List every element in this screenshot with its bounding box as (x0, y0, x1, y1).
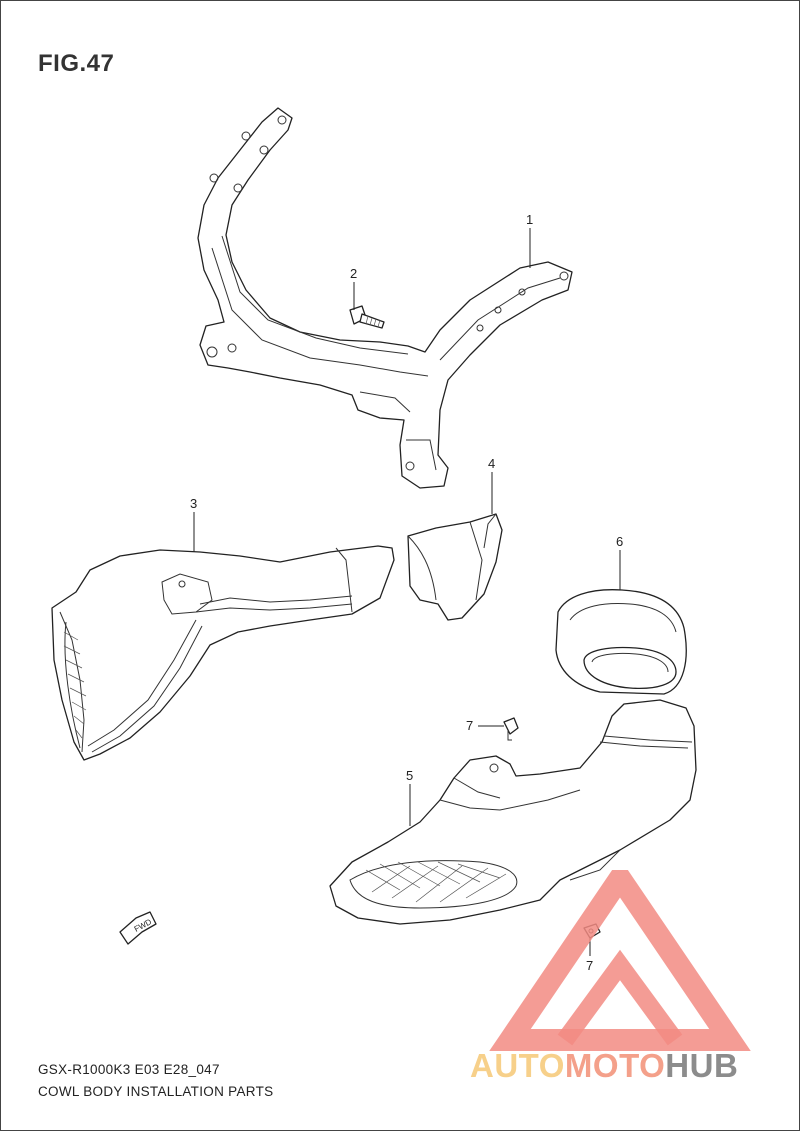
callout-4: 4 (488, 456, 495, 471)
part-2-bolt (349, 305, 385, 329)
callout-5: 5 (406, 768, 413, 783)
callout-7-upper: 7 (466, 718, 473, 733)
part-5-right-intake-duct (329, 699, 697, 925)
watermark-logo-icon (489, 870, 751, 1051)
watermark-word-hub: HUB (665, 1047, 739, 1084)
part-7-clip-upper (503, 717, 519, 741)
footer-model-code: GSX-R1000K3 E03 E28_047 (38, 1062, 220, 1077)
watermark-word-moto: MOTO (564, 1047, 666, 1084)
part-1-cowl-brace (197, 107, 573, 489)
callout-7-lower: 7 (586, 958, 593, 973)
callout-3: 3 (190, 496, 197, 511)
part-3-left-intake-duct (51, 545, 395, 761)
watermark-text: AUTOMOTOHUB (470, 1047, 738, 1085)
callout-2: 2 (350, 266, 357, 281)
forward-arrow-icon: FWD (119, 911, 157, 945)
footer-caption: COWL BODY INSTALLATION PARTS (38, 1084, 274, 1099)
watermark-word-auto: AUTO (470, 1047, 565, 1084)
callout-6: 6 (616, 534, 623, 549)
figure-title: FIG.47 (38, 50, 115, 77)
callout-1: 1 (526, 212, 533, 227)
part-6-rubber-seal (555, 589, 687, 695)
part-4-duct-connector (407, 513, 503, 621)
